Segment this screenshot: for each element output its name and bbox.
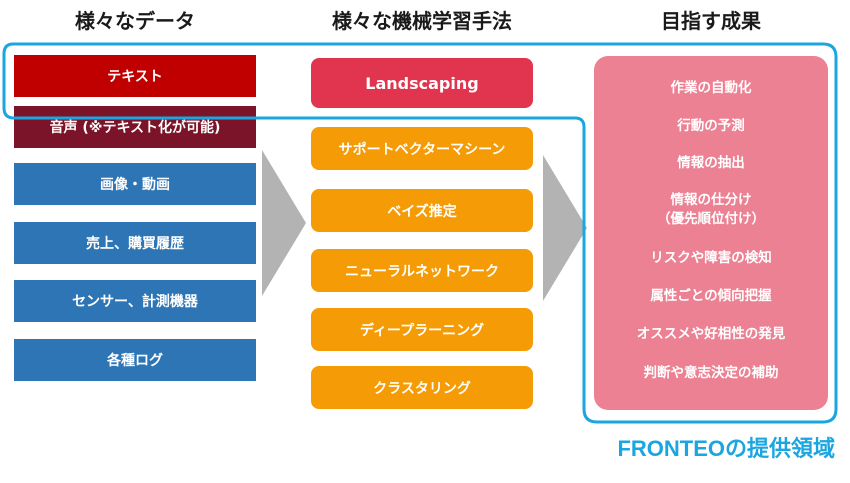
heading-methods: 様々な機械学習手法	[332, 9, 512, 33]
data-item-logs: 各種ログ	[14, 339, 256, 381]
method-svm: サポートベクターマシーン	[311, 127, 533, 170]
heading-data: 様々なデータ	[75, 9, 195, 33]
data-item-image-video: 画像・動画	[14, 163, 256, 205]
outcome-extraction: 情報の抽出	[677, 155, 745, 171]
method-neural-network: ニューラルネットワーク	[311, 249, 533, 292]
data-item-sensor: センサー、計測機器	[14, 280, 256, 322]
method-clustering: クラスタリング	[311, 366, 533, 409]
method-landscaping: Landscaping	[311, 58, 533, 108]
data-item-audio: 音声 (※テキスト化が可能)	[14, 106, 256, 148]
method-deep-learning: ディープラーニング	[311, 308, 533, 351]
outcome-trend: 属性ごとの傾向把握	[650, 288, 772, 304]
outcomes-panel: 作業の自動化 行動の予測 情報の抽出 情報の仕分け （優先順位付け） リスクや障…	[594, 56, 828, 410]
method-bayes: ベイズ推定	[311, 189, 533, 232]
outcome-prioritization: （優先順位付け）	[657, 211, 765, 227]
fronteo-area-label: FRONTEOの提供領域	[617, 436, 835, 461]
data-item-text: テキスト	[14, 55, 256, 97]
data-item-sales: 売上、購買履歴	[14, 222, 256, 264]
outcome-prediction: 行動の予測	[677, 118, 745, 134]
outcome-sorting: 情報の仕分け	[670, 192, 752, 208]
outcome-automation: 作業の自動化	[670, 80, 752, 96]
arrow-right-icon	[262, 150, 306, 296]
outcome-decision-support: 判断や意志決定の補助	[643, 365, 779, 381]
outcome-risk-detection: リスクや障害の検知	[650, 250, 772, 266]
heading-goals: 目指す成果	[661, 9, 761, 33]
outcome-recommendation: オススメや好相性の発見	[636, 326, 786, 342]
arrow-right-icon	[543, 155, 587, 301]
